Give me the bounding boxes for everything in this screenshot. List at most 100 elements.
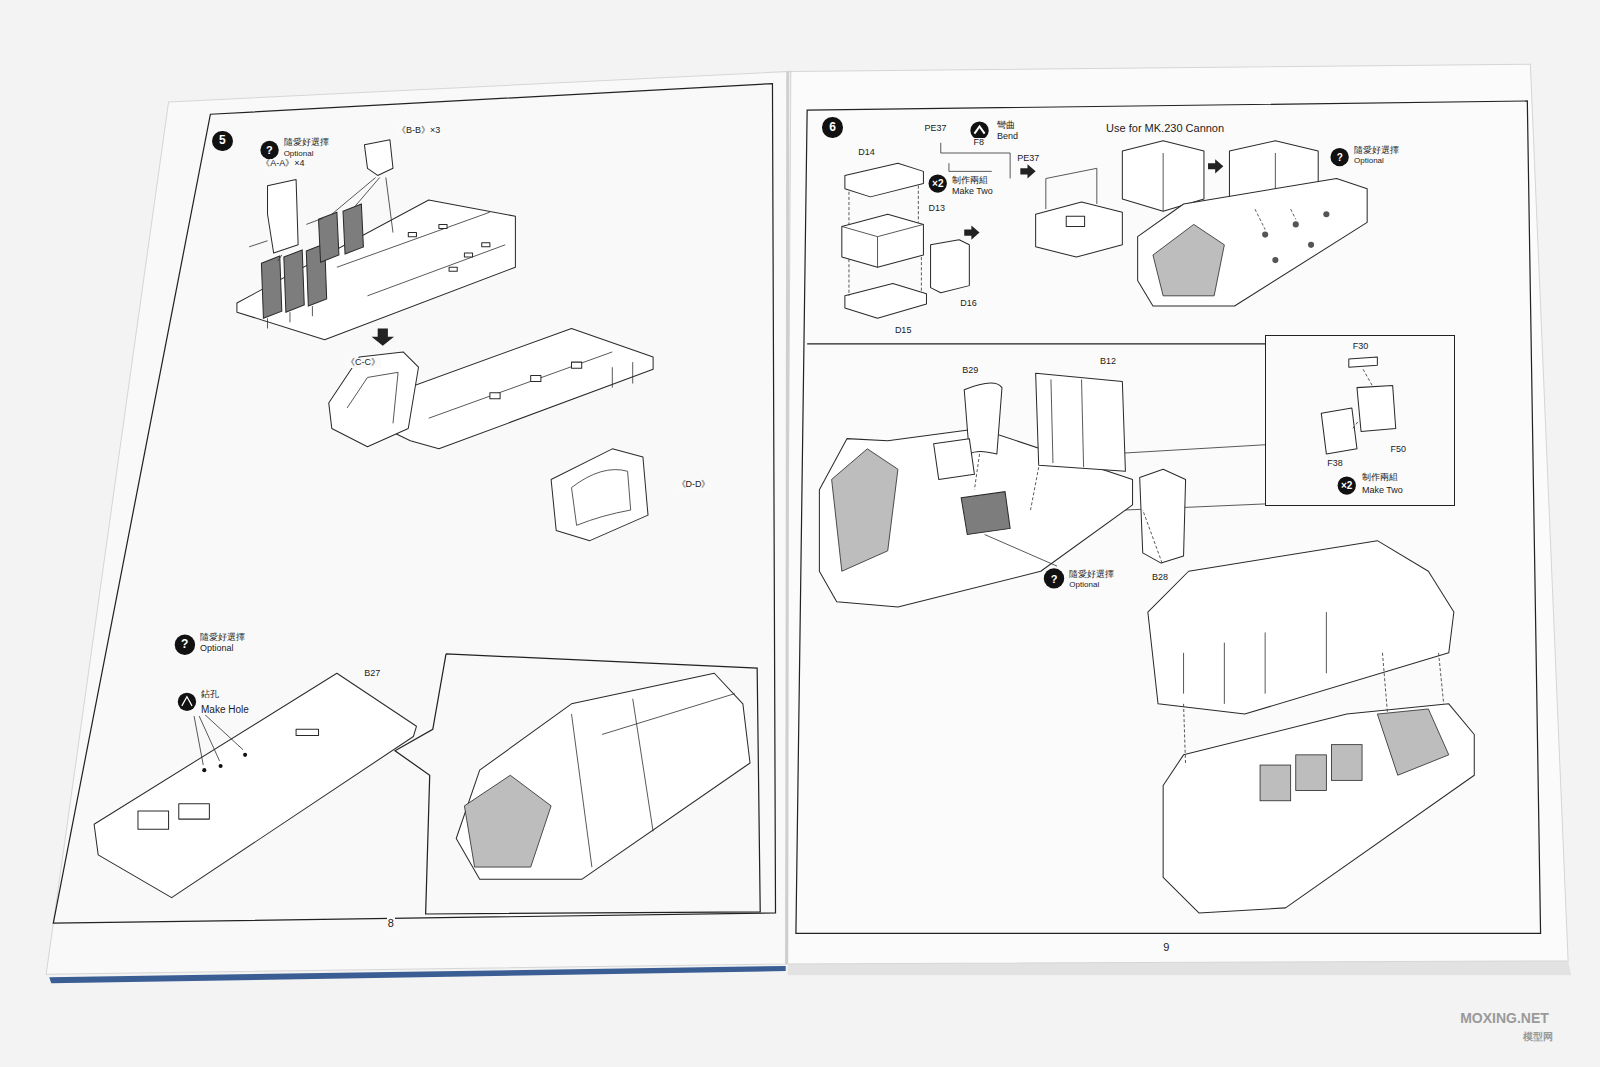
box-side bbox=[931, 240, 970, 293]
box-detail bbox=[877, 237, 878, 268]
optional-icon bbox=[260, 141, 278, 159]
leader-line bbox=[199, 716, 219, 761]
make-two-icon bbox=[1338, 476, 1356, 494]
guide-line bbox=[1031, 467, 1039, 510]
seat-leg bbox=[312, 306, 313, 316]
part-number: B12 bbox=[1099, 357, 1117, 367]
wire-part bbox=[949, 163, 992, 171]
drill-point bbox=[243, 753, 247, 757]
part-number: PE37 bbox=[1016, 154, 1040, 164]
guide-line bbox=[1353, 420, 1359, 428]
frame-leg bbox=[1183, 653, 1184, 694]
spine bbox=[787, 71, 788, 964]
step-number: 5 bbox=[212, 131, 232, 151]
plate-detail bbox=[138, 811, 169, 829]
guide-line bbox=[974, 454, 979, 490]
option-note: Optional bbox=[199, 644, 235, 654]
icon-glyph: ×2 bbox=[932, 178, 943, 189]
option-note: 隨愛好選擇 bbox=[1068, 570, 1115, 580]
seat bbox=[319, 212, 339, 262]
part-number: F8 bbox=[972, 138, 985, 148]
part-callout: 《C-C》 bbox=[345, 358, 381, 368]
cockpit bbox=[1153, 224, 1224, 295]
seat bbox=[261, 256, 281, 318]
box-detail bbox=[842, 224, 924, 236]
guide-line bbox=[848, 259, 849, 296]
inset-frame bbox=[395, 654, 760, 914]
ammo-box bbox=[1260, 765, 1291, 801]
guide-line bbox=[1439, 653, 1444, 704]
guide-line bbox=[1382, 653, 1387, 714]
seat bbox=[284, 250, 304, 312]
box-base bbox=[845, 284, 927, 319]
left-page bbox=[46, 71, 791, 974]
floor-hole bbox=[1323, 211, 1329, 217]
floor-hole bbox=[464, 253, 472, 257]
cockpit bbox=[1377, 709, 1448, 775]
panel-detail bbox=[1082, 379, 1084, 467]
guide-line bbox=[848, 192, 849, 225]
cockpit bbox=[464, 775, 551, 867]
cockpit bbox=[832, 449, 898, 571]
drill-point bbox=[202, 768, 206, 772]
floor-hole bbox=[1293, 221, 1299, 227]
drill-icon-mark bbox=[182, 697, 192, 706]
fuselage-detail bbox=[572, 714, 592, 867]
leader-line bbox=[332, 177, 376, 214]
heading-note: Use for MK.230 Cannon bbox=[1105, 122, 1225, 134]
floor-hole bbox=[531, 375, 541, 381]
guide-line bbox=[1291, 209, 1296, 219]
leader-line bbox=[278, 255, 282, 261]
right-page bbox=[786, 64, 1568, 964]
ammo-box bbox=[1036, 202, 1123, 257]
leader-line bbox=[985, 535, 1057, 567]
optional-icon bbox=[1044, 568, 1064, 588]
part-number: PE37 bbox=[923, 124, 947, 134]
seat-bar bbox=[249, 241, 267, 247]
step-number: 6 bbox=[822, 117, 842, 137]
part-number: B29 bbox=[961, 366, 979, 376]
plate-detail bbox=[296, 729, 318, 735]
fuselage-detail bbox=[602, 694, 735, 735]
leader-line bbox=[204, 714, 243, 750]
drill-note: 鉆孔 bbox=[200, 690, 220, 700]
floor-plate bbox=[94, 673, 416, 897]
floor-hole bbox=[449, 267, 457, 271]
step-arrow bbox=[1208, 159, 1223, 173]
ammo-box bbox=[1296, 755, 1327, 791]
option-note: 隨愛好選擇 bbox=[283, 138, 330, 147]
box-lid bbox=[845, 163, 924, 197]
icon-glyph: ? bbox=[1051, 573, 1058, 585]
bend-note: 彎曲 bbox=[996, 121, 1016, 131]
make-two-note: 制作兩組 bbox=[951, 176, 989, 186]
part-callout: 《D-D》 bbox=[676, 480, 712, 490]
seat-back-part bbox=[364, 140, 393, 176]
small-part bbox=[1357, 386, 1396, 432]
floor-detail bbox=[429, 352, 613, 418]
page-frame bbox=[796, 101, 1541, 933]
drill-note: Make Hole bbox=[200, 704, 250, 715]
seat-bar bbox=[306, 218, 322, 224]
drill-point bbox=[219, 764, 223, 768]
wire-part bbox=[941, 143, 1010, 179]
floor-hole bbox=[1308, 242, 1314, 248]
wire-part bbox=[1046, 168, 1097, 209]
bulkhead-part bbox=[329, 352, 419, 447]
ammo-box bbox=[1331, 745, 1362, 781]
part-number: F50 bbox=[1390, 445, 1408, 455]
option-note: Optional bbox=[283, 150, 315, 159]
leader-line bbox=[355, 177, 379, 206]
leader-line bbox=[386, 177, 393, 232]
guide-line bbox=[921, 257, 922, 292]
part-number: D15 bbox=[894, 326, 913, 336]
part-number: D16 bbox=[959, 299, 978, 309]
make-two-note: 制作兩組 bbox=[1361, 473, 1399, 483]
curved-panel bbox=[1140, 469, 1186, 563]
step-number-text: 5 bbox=[219, 134, 226, 147]
page-number: 9 bbox=[1162, 941, 1170, 953]
upper-fuselage bbox=[1148, 541, 1454, 714]
option-note: Optional bbox=[1353, 157, 1385, 166]
optional-icon bbox=[1330, 148, 1348, 166]
panel-detail bbox=[1051, 379, 1053, 463]
